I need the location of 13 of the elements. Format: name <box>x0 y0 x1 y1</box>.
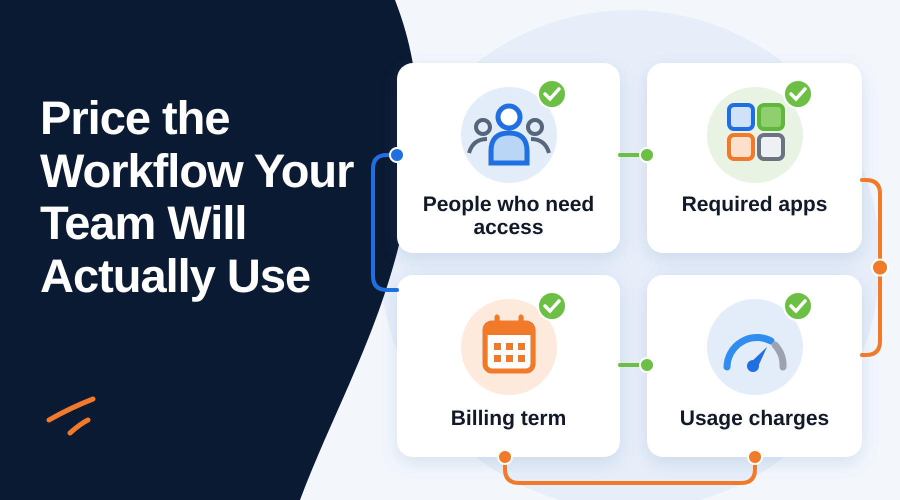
connector-line <box>371 147 405 292</box>
card-label: Usage charges <box>678 407 830 430</box>
connector-line <box>618 147 655 163</box>
card-label: People who need access <box>422 193 596 240</box>
card <box>397 63 620 253</box>
connector-line <box>618 357 655 373</box>
headline: Price the Workflow Your Team Will Actually Use <box>40 92 355 302</box>
card <box>647 275 862 457</box>
connector-line <box>497 449 763 485</box>
card <box>647 63 862 253</box>
card-label: Billing term <box>450 407 568 430</box>
card-label: Required apps <box>680 193 828 216</box>
card <box>397 275 620 457</box>
